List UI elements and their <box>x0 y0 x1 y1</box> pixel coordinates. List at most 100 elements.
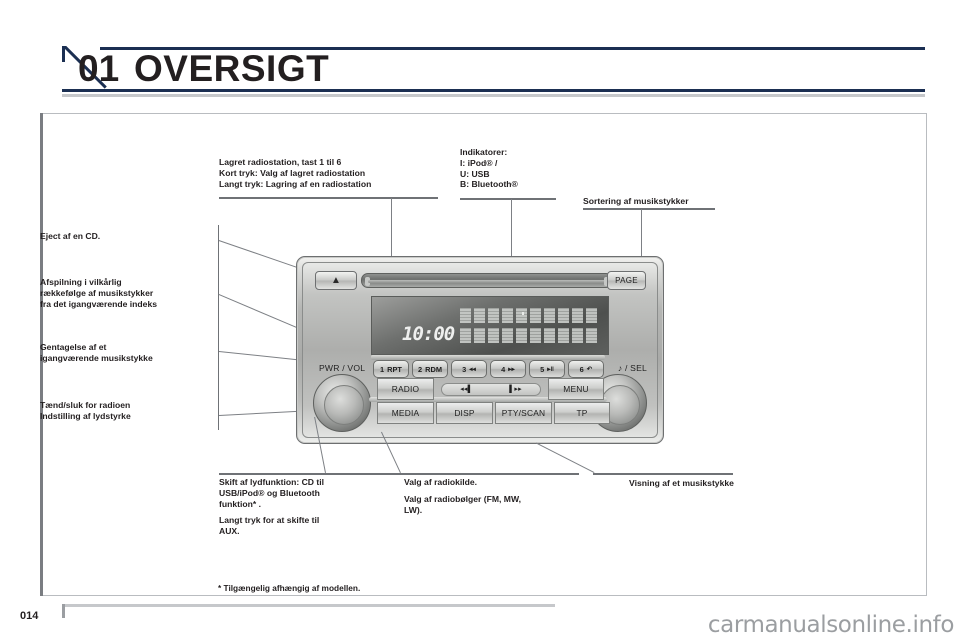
callout-indicators-line1: Indikatorer: <box>460 147 508 157</box>
callout-media-line3: funktion* . <box>219 498 262 509</box>
display-clock: 10:00 <box>402 323 455 345</box>
preset-4-number: 4 <box>501 364 506 374</box>
display-character-grid <box>460 308 597 348</box>
callout-sorting-rule <box>583 208 715 210</box>
callout-repeat-line2: igangværende musikstykke <box>40 352 153 363</box>
disp-button[interactable]: DISP <box>436 402 493 424</box>
callout-sorting: Sortering af musikstykker <box>583 196 689 207</box>
callout-indicators-line2: I: iPod® / <box>460 157 498 168</box>
power-volume-label: PWR / VOL <box>319 363 366 373</box>
callout-eject: Eject af en CD. <box>40 231 100 242</box>
display-row-1 <box>460 308 597 323</box>
preset-button-1[interactable]: 1 RPT <box>373 360 409 378</box>
eject-icon: ▲ <box>331 274 341 286</box>
power-volume-knob[interactable] <box>313 374 371 432</box>
display-cell <box>488 328 499 343</box>
preset-1-label: RPT <box>387 364 402 374</box>
display-cell <box>516 328 527 343</box>
callout-presets-line2: Kort tryk: Valg af lagret radiostation <box>219 167 366 178</box>
callout-disp: Visning af et musikstykke <box>629 478 734 489</box>
leader-left-spine <box>218 225 219 430</box>
pty-scan-button-label: PTY/SCAN <box>501 408 546 418</box>
header-left-tick <box>62 46 65 62</box>
preset-2-label: RDM <box>425 364 442 374</box>
pty-scan-button[interactable]: PTY/SCAN <box>495 402 552 424</box>
display-cell <box>516 308 527 323</box>
header-rule-bottom-gray <box>62 94 925 97</box>
callout-repeat: Gentagelse af et igangværende musikstykk… <box>40 342 153 364</box>
callout-indicators: Indikatorer: I: iPod® / U: USB B: Blueto… <box>460 147 518 190</box>
seek-next-icon[interactable]: ▌▸▸ <box>509 386 522 393</box>
callout-radio-line1: Valg af radiokilde. <box>404 477 478 487</box>
callout-indicators-line4: B: Bluetooth® <box>460 179 518 190</box>
callout-presets-line3: Langt tryk: Lagring af en radiostation <box>219 178 372 189</box>
callout-disp-rule <box>593 473 733 475</box>
media-button-label: MEDIA <box>391 408 420 418</box>
callout-radio-line3: LW). <box>404 504 423 515</box>
page-button[interactable]: PAGE <box>607 271 646 290</box>
callout-presets-line1: Lagret radiostation, tast 1 til 6 <box>219 157 342 167</box>
display-cell <box>488 308 499 323</box>
preset-6-number: 6 <box>579 364 584 374</box>
select-knob-label: ♪ / SEL <box>617 363 647 373</box>
preset-5-number: 5 <box>540 364 545 374</box>
callout-power: Tænd/sluk for radioen Indstilling af lyd… <box>40 400 131 422</box>
display-cell <box>530 328 541 343</box>
display-cell <box>460 308 471 323</box>
radio-button-label: RADIO <box>391 384 420 394</box>
preset-1-number: 1 <box>380 364 385 374</box>
footnote: * Tilgængelig afhængig af modellen. <box>218 583 361 593</box>
eject-button[interactable]: ▲ <box>315 271 357 290</box>
seek-previous-icon[interactable]: ◂◂▌ <box>460 386 473 393</box>
preset-button-4[interactable]: 4 ▸▸ <box>490 360 526 378</box>
menu-button[interactable]: MENU <box>548 378 604 400</box>
callout-random-line1: Afspilning i vilkårlig <box>40 277 122 287</box>
return-icon: ↶ <box>586 366 593 373</box>
content-left-rule <box>40 113 43 596</box>
callout-random-line3: fra det igangværende indeks <box>40 298 158 309</box>
callout-disp-line1: Visning af et musikstykke <box>629 478 734 488</box>
callout-radio-line2: Valg af radiobølger (FM, MW, <box>404 493 521 504</box>
page-button-label: PAGE <box>615 276 638 285</box>
tp-button[interactable]: TP <box>554 402 610 424</box>
radio-bezel: ▲ PAGE 10:00 <box>302 262 658 438</box>
footer-tick <box>62 604 65 618</box>
function-button-row-1: RADIO ◂◂▌ ▌▸▸ MENU <box>377 378 604 400</box>
display-cell <box>558 308 569 323</box>
rewind-icon: ◂◂ <box>469 366 476 373</box>
preset-button-5[interactable]: 5 ▸‖ <box>529 360 565 378</box>
car-radio-unit: ▲ PAGE 10:00 <box>296 256 664 444</box>
callout-sorting-line1: Sortering af musikstykker <box>583 196 689 206</box>
callout-indicators-line3: U: USB <box>460 168 490 179</box>
preset-button-2[interactable]: 2 RDM <box>412 360 448 378</box>
callout-random-line2: rækkefølge af musikstykker <box>40 287 154 298</box>
display-cell <box>530 308 541 323</box>
header-rule-bottom <box>62 89 925 92</box>
display-cell <box>558 328 569 343</box>
preset-3-number: 3 <box>462 364 467 374</box>
display-ledge <box>371 355 605 360</box>
callout-power-line1: Tænd/sluk for radioen <box>40 400 131 410</box>
radio-button[interactable]: RADIO <box>377 378 434 400</box>
callout-presets: Lagret radiostation, tast 1 til 6 Kort t… <box>219 157 371 189</box>
cd-slot[interactable] <box>361 273 613 288</box>
callout-media-line2: USB/iPod® og Bluetooth <box>219 487 320 498</box>
callout-eject-line1: Eject af en CD. <box>40 231 101 241</box>
footer-rule <box>62 604 555 607</box>
display-cell <box>502 328 513 343</box>
menu-button-label: MENU <box>563 384 589 394</box>
callout-radio-rule <box>404 473 579 475</box>
callout-media-line5: AUX. <box>219 526 240 537</box>
callout-media-rule <box>219 473 409 475</box>
page-title: OVERSIGT <box>134 48 330 89</box>
display-cell <box>474 328 485 343</box>
media-button[interactable]: MEDIA <box>377 402 434 424</box>
callout-indicators-rule <box>460 198 556 200</box>
button-separator-bar <box>369 397 607 402</box>
cd-slot-opening <box>368 280 606 283</box>
display-cell <box>460 328 471 343</box>
preset-button-6[interactable]: 6 ↶ <box>568 360 604 378</box>
display-cell <box>572 308 583 323</box>
preset-button-3[interactable]: 3 ◂◂ <box>451 360 487 378</box>
callout-repeat-line1: Gentagelse af et <box>40 342 107 352</box>
